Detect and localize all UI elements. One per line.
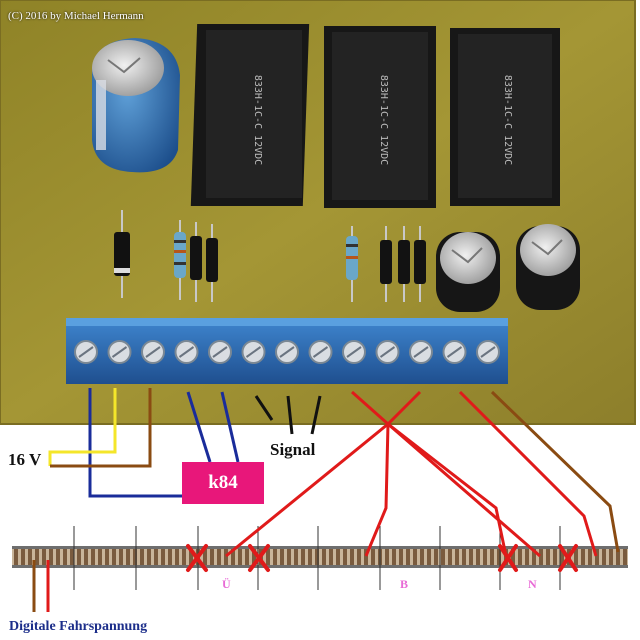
section-n-label: N <box>528 577 537 591</box>
relay-1-label: 833H-1C-C 12VDC <box>252 75 263 165</box>
terminal-screw-slot <box>145 346 161 358</box>
terminal-screw-slot <box>379 346 396 358</box>
capacitor-large <box>92 38 180 173</box>
terminal-block <box>66 318 508 384</box>
terminal-screw-slot <box>446 346 463 358</box>
terminal-screw-slot <box>346 346 362 358</box>
track-power-label: Digitale Fahrspannung <box>9 619 148 634</box>
relay-2-label: 833H-1C-C 12VDC <box>378 75 389 165</box>
resistor-group-1 <box>174 220 218 302</box>
module-k84-label: k84 <box>208 472 238 493</box>
track <box>12 526 628 590</box>
terminal-screw-slot <box>245 346 262 358</box>
terminal-screw-slot <box>413 346 429 358</box>
relay-3: 833H-1C-C 12VDC <box>450 28 560 206</box>
section-u-label: Ü <box>222 577 231 591</box>
label-signal: Signal <box>270 440 316 459</box>
isolation-marks <box>186 544 578 572</box>
relay-2: 833H-1C-C 12VDC <box>324 26 436 208</box>
capacitor-small-1 <box>436 232 500 312</box>
label-16v: 16 V <box>8 450 42 469</box>
copyright-text: (C) 2016 by Michael Hermann <box>8 10 144 22</box>
relay-1: 833H-1C-C 12VDC <box>190 24 310 206</box>
terminal-screw-slot <box>111 346 128 358</box>
capacitor-small-2 <box>516 224 580 310</box>
terminal-screw-slot <box>279 346 295 358</box>
terminal-screw-slot <box>78 346 94 358</box>
terminal-screw-slot <box>212 346 228 358</box>
terminal-screw-slot <box>480 346 496 358</box>
section-b-label: B <box>400 577 409 591</box>
resistor-group-2 <box>346 226 426 302</box>
terminal-screw-slot <box>178 346 195 358</box>
diode <box>114 210 130 298</box>
terminal-screw-slot <box>312 346 329 358</box>
wires <box>32 388 620 612</box>
relay-3-label: 833H-1C-C 12VDC <box>502 75 513 165</box>
module-k84: k84 <box>182 462 264 504</box>
